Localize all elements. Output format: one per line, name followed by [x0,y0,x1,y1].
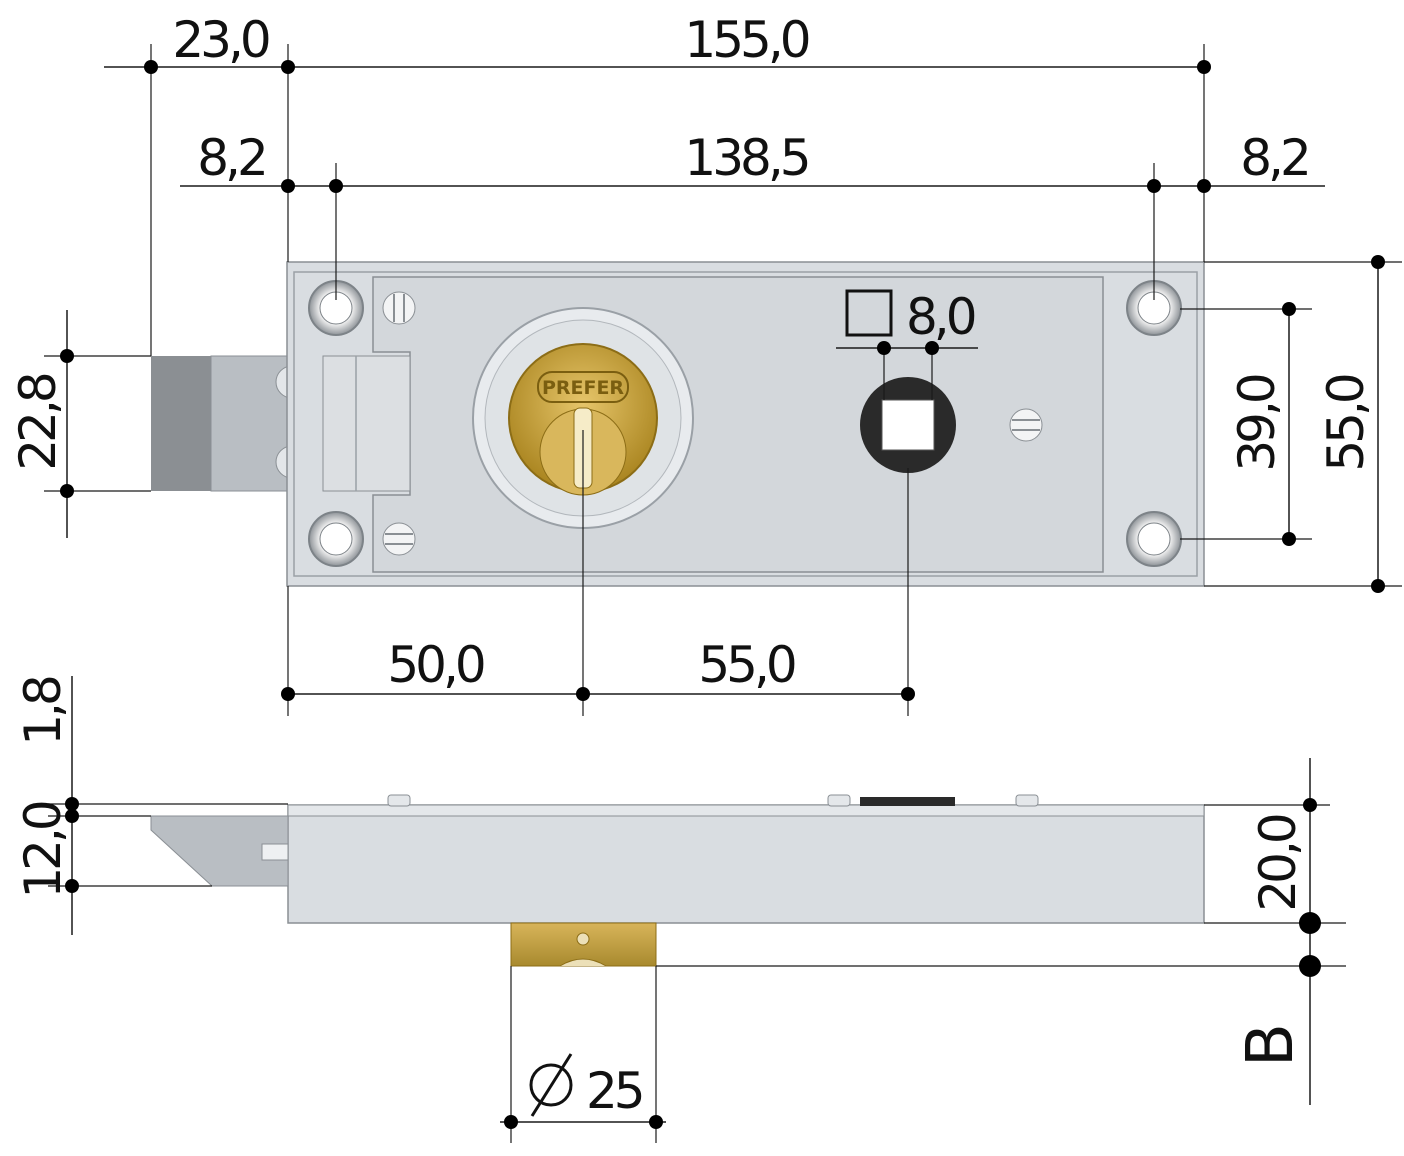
mounting-hole-top-right [1126,280,1182,336]
dim-bolt-height: 22,8 [9,374,67,471]
cylinder-brand: PREFER [542,377,624,399]
dimension-labels: 23,0 155,0 8,2 138,5 8,2 22,8 8,0 39,0 5… [9,11,1375,1120]
dim-backset: 50,0 [387,636,484,694]
dim-case-depth: 20,0 [1249,815,1307,912]
dim-overall-length: 155,0 [684,11,808,69]
dimension-lines-side [48,676,1346,1143]
key-cylinder: PREFER [472,307,694,529]
dim-right-hole-offset: 8,2 [1240,129,1308,187]
dimension-lines-front [44,44,1402,716]
screw-icon [382,522,416,556]
dim-cylinder-length: B [1234,1027,1308,1067]
dim-hole-spacing: 138,5 [684,129,807,187]
dim-plate-thickness: 1,8 [14,677,72,746]
mounting-hole-bottom-left [308,511,364,567]
screw-icon [1009,408,1043,442]
diameter-icon [529,1053,573,1117]
dim-bolt-depth: 12,0 [14,802,72,899]
dim-bolt-projection: 23,0 [172,11,269,69]
square-icon [845,289,893,337]
mounting-hole-top-left [308,280,364,336]
screw-icon [382,291,416,325]
dim-square-follower: 8,0 [906,288,975,346]
square-follower [860,377,956,473]
dim-cylinder-diameter: 25 [586,1062,642,1120]
mounting-hole-bottom-right [1126,511,1182,567]
dim-left-hole-offset: 8,2 [197,129,265,187]
case-body [287,804,1205,924]
dim-vertical-hole-spacing: 39,0 [1228,375,1286,472]
dim-plate-height: 55,0 [1317,375,1375,472]
side-view [150,794,1205,967]
dim-cylinder-to-follower: 55,0 [698,636,795,694]
front-view: PREFER [151,261,1205,587]
cylinder-side [510,922,657,967]
latch-bolt-side [150,815,289,887]
